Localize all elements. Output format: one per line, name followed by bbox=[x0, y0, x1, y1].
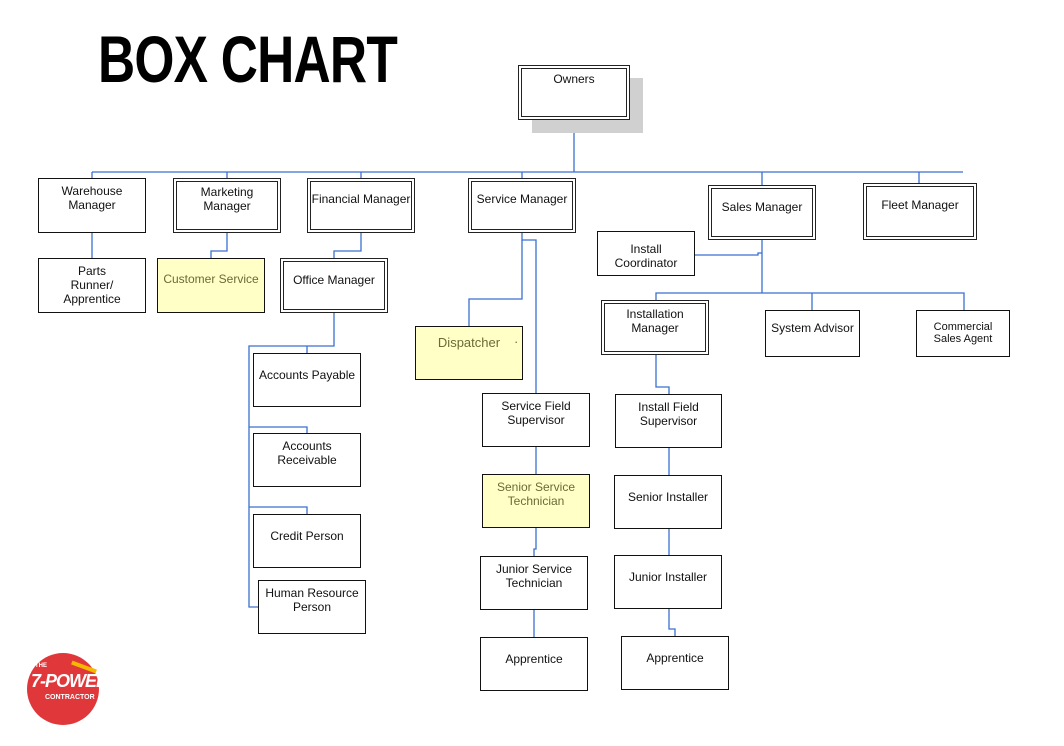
box-senior-installer[interactable]: Senior Installer bbox=[614, 475, 722, 529]
dispatcher-dot: . bbox=[514, 331, 518, 346]
connector bbox=[655, 292, 965, 310]
box-financial-manager[interactable]: Financial Manager bbox=[307, 178, 415, 233]
connector bbox=[695, 252, 762, 256]
box-sales-manager[interactable]: Sales Manager bbox=[708, 185, 816, 240]
box-service-field-supervisor[interactable]: Service Field Supervisor bbox=[482, 393, 590, 447]
box-fleet-manager[interactable]: Fleet Manager bbox=[863, 183, 977, 240]
connector bbox=[210, 233, 228, 258]
box-office-manager[interactable]: Office Manager bbox=[280, 258, 388, 313]
connector bbox=[655, 355, 670, 394]
box-service-manager[interactable]: Service Manager bbox=[468, 178, 576, 233]
box-accounts-payable[interactable]: Accounts Payable bbox=[253, 353, 361, 407]
connector bbox=[333, 233, 362, 258]
box-customer-service[interactable]: Customer Service bbox=[157, 258, 265, 313]
connector bbox=[248, 313, 335, 608]
box-commercial-sales-agent[interactable]: Commercial Sales Agent bbox=[916, 310, 1010, 357]
connector bbox=[533, 528, 537, 556]
dispatcher-label: Dispatcher bbox=[437, 335, 501, 350]
box-junior-installer[interactable]: Junior Installer bbox=[614, 555, 722, 609]
box-apprentice-service[interactable]: Apprentice bbox=[480, 637, 588, 691]
connector bbox=[521, 233, 537, 393]
logo-line-2: 7-POWER bbox=[31, 671, 109, 691]
box-warehouse-manager[interactable]: Warehouse Manager bbox=[38, 178, 146, 233]
box-owners[interactable]: Owners bbox=[518, 65, 630, 120]
connector bbox=[249, 426, 308, 433]
logo-line-1: THE bbox=[35, 663, 47, 669]
connector bbox=[468, 240, 523, 326]
box-senior-service-technician[interactable]: Senior Service Technician bbox=[482, 474, 590, 528]
box-junior-service-technician[interactable]: Junior Service Technician bbox=[480, 556, 588, 610]
box-apprentice-install[interactable]: Apprentice bbox=[621, 636, 729, 690]
page-title: BOX CHART bbox=[98, 22, 398, 96]
connector bbox=[668, 609, 676, 636]
box-installation-manager[interactable]: Installation Manager bbox=[601, 300, 709, 355]
box-install-field-supervisor[interactable]: Install Field Supervisor bbox=[615, 394, 722, 448]
logo-line-3: CONTRACTOR bbox=[45, 694, 95, 701]
box-accounts-receivable[interactable]: Accounts Receivable bbox=[253, 433, 361, 487]
box-credit-person[interactable]: Credit Person bbox=[253, 514, 361, 568]
box-install-coordinator[interactable]: Install Coordinator bbox=[597, 231, 695, 276]
box-marketing-manager[interactable]: Marketing Manager bbox=[173, 178, 281, 233]
connector bbox=[249, 506, 308, 514]
box-human-resource-person[interactable]: Human Resource Person bbox=[258, 580, 366, 634]
box-parts-runner[interactable]: Parts Runner/ Apprentice bbox=[38, 258, 146, 313]
box-dispatcher[interactable]: Dispatcher. bbox=[415, 326, 523, 380]
seven-power-contractor-logo: THE 7-POWER CONTRACTOR bbox=[27, 653, 109, 725]
box-system-advisor[interactable]: System Advisor bbox=[765, 310, 860, 357]
